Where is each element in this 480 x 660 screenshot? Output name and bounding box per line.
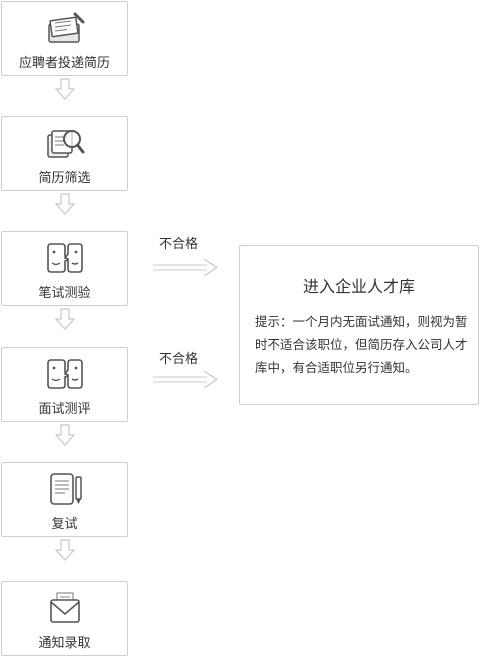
step-second-interview: 复试: [1, 462, 128, 537]
step-resume-submit: 应聘者投递简历: [1, 1, 128, 76]
right-arrow-icon: [153, 258, 219, 277]
step-resume-screening: 简历筛选: [1, 116, 128, 191]
down-arrow-icon: [55, 308, 75, 330]
down-arrow-icon: [55, 424, 75, 446]
step-label: 笔试测验: [38, 286, 91, 301]
faces-icon: [45, 356, 85, 392]
step-label: 面试测评: [38, 402, 91, 417]
talent-pool-box: 进入企业人才库 提示：一个月内无面试通知，则视为暂时不适合该职位，但简历存入公司…: [239, 245, 479, 405]
envelope-icon: [45, 590, 85, 626]
step-interview: 面试测评: [1, 347, 128, 422]
step-label: 简历筛选: [38, 171, 91, 186]
reject-label-interview: 不合格: [159, 352, 199, 367]
notepad-pen-icon: [45, 471, 85, 507]
faces-icon: [45, 240, 85, 276]
magnify-documents-icon: [45, 125, 85, 161]
right-arrow-icon: [153, 370, 219, 389]
step-label: 应聘者投递简历: [18, 56, 110, 71]
step-label: 复试: [51, 517, 78, 532]
step-admission-notice: 通知录取: [1, 581, 128, 656]
down-arrow-icon: [55, 193, 75, 215]
down-arrow-icon: [55, 78, 75, 100]
step-label: 通知录取: [38, 636, 91, 651]
talent-pool-title: 进入企业人才库: [302, 277, 415, 296]
reject-label-written: 不合格: [159, 237, 199, 252]
step-written-test: 笔试测验: [1, 231, 128, 306]
resume-submit-icon: [45, 10, 85, 46]
talent-pool-tip: 提示：一个月内无面试通知，则视为暂时不适合该职位，但简历存入公司人才库中，有合适…: [255, 314, 468, 375]
down-arrow-icon: [55, 539, 75, 561]
